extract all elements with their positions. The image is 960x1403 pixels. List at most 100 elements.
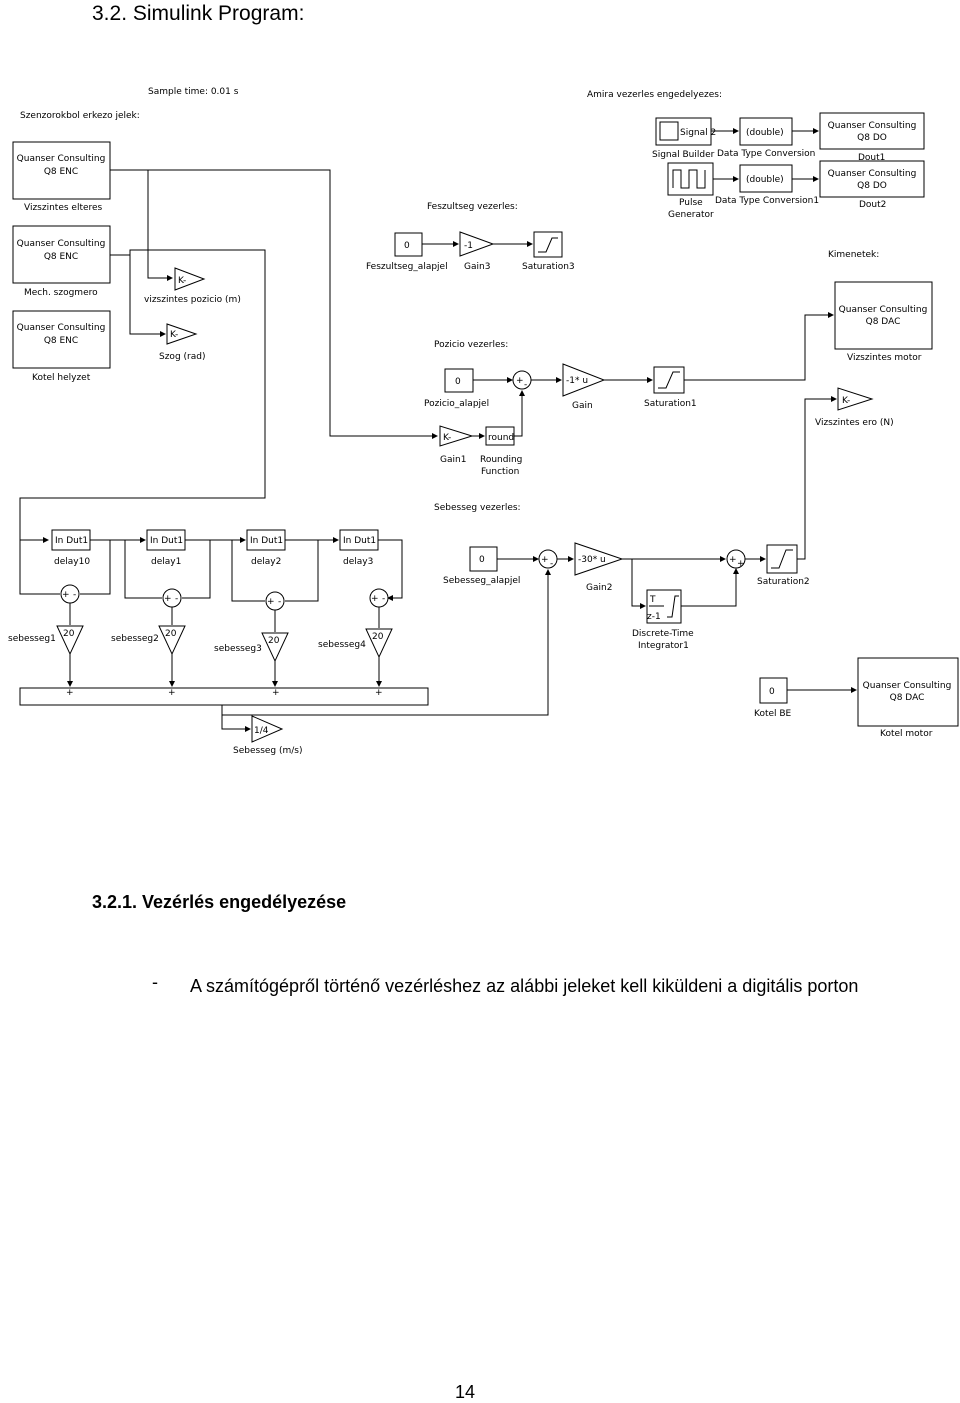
sum-seb-plus: + bbox=[541, 555, 549, 565]
sebesseg4-label: sebesseg4 bbox=[318, 640, 366, 650]
plus-s2: + bbox=[164, 594, 172, 604]
g20-1: 20 bbox=[63, 629, 75, 639]
delay2-label: delay2 bbox=[251, 557, 281, 567]
enc1-caption: Vizszintes elteres bbox=[24, 203, 103, 213]
enc2-line2: Q8 ENC bbox=[44, 252, 78, 262]
pozicio-header: Pozicio vezerles: bbox=[434, 340, 508, 350]
bar-plus-3: + bbox=[272, 688, 280, 698]
bar-plus-4: + bbox=[375, 688, 383, 698]
plus-s3: + bbox=[267, 597, 275, 607]
gain-label: Gain bbox=[572, 401, 593, 411]
kimenetek-label: Kimenetek: bbox=[828, 250, 879, 260]
simulink-diagram: Sample time: 0.01 s Szenzorokbol erkezo … bbox=[8, 87, 959, 756]
sum-pozicio-plus: + bbox=[516, 376, 524, 386]
sum-pozicio-minus: - bbox=[524, 380, 527, 390]
dti-name1: Discrete-Time bbox=[632, 629, 694, 639]
gain-vizszintes-ero[interactable] bbox=[837, 387, 874, 411]
dac1-line1: Quanser Consulting bbox=[839, 305, 928, 315]
gain3-block[interactable] bbox=[459, 231, 495, 257]
sum-out-plus-1: + bbox=[729, 555, 737, 565]
sebesseg1-label: sebesseg1 bbox=[8, 634, 56, 644]
enc1-line1: Quanser Consulting bbox=[17, 154, 106, 164]
dtc1-block[interactable] bbox=[739, 164, 793, 193]
gain1-label: Gain1 bbox=[440, 455, 466, 465]
pulse-generator-block[interactable] bbox=[667, 162, 714, 196]
quarter-label: 1/4 bbox=[254, 726, 269, 736]
const0-label-3: 0 bbox=[479, 555, 485, 565]
gain-20-2[interactable] bbox=[158, 625, 186, 656]
sum-bar[interactable] bbox=[19, 687, 429, 706]
vizszintes-ero-label: Vizszintes ero (N) bbox=[815, 418, 894, 428]
saturation3-label: Saturation3 bbox=[522, 262, 575, 272]
gain2-block[interactable] bbox=[574, 542, 624, 576]
q8-enc-block-3[interactable] bbox=[12, 310, 111, 369]
q8-dac-block-1[interactable] bbox=[834, 281, 933, 350]
do1-line2: Q8 DO bbox=[857, 133, 887, 143]
gain-quarter[interactable] bbox=[251, 715, 284, 743]
sebesseg3-label: sebesseg3 bbox=[214, 644, 262, 654]
dti-t: T bbox=[649, 595, 656, 605]
enc3-line1: Quanser Consulting bbox=[17, 323, 106, 333]
sum-seb-minus: - bbox=[550, 559, 553, 569]
const0-label-2: 0 bbox=[455, 377, 461, 387]
q8-do-block-2[interactable] bbox=[819, 160, 925, 198]
gain-block[interactable] bbox=[562, 363, 606, 397]
dac2-line2: Q8 DAC bbox=[890, 693, 925, 703]
gain-20-3[interactable] bbox=[261, 632, 289, 663]
bullet-dash: - bbox=[152, 972, 158, 992]
gain1-block[interactable] bbox=[439, 425, 474, 447]
sum-out-plus-2: + bbox=[737, 559, 745, 569]
dac1-caption: Vizszintes motor bbox=[847, 353, 922, 363]
pulse-label-2: Generator bbox=[668, 210, 714, 220]
g20-2: 20 bbox=[165, 629, 177, 639]
q8-enc-block-1[interactable] bbox=[12, 141, 111, 200]
gain3-label: Gain3 bbox=[464, 262, 490, 272]
bar-plus-2: + bbox=[168, 688, 176, 698]
do2-line1: Quanser Consulting bbox=[828, 169, 917, 179]
saturation3-block[interactable] bbox=[533, 231, 563, 258]
gain-20-1[interactable] bbox=[56, 625, 84, 656]
enc2-line1: Quanser Consulting bbox=[17, 239, 106, 249]
gain-20-4[interactable] bbox=[365, 628, 393, 659]
in-dut-2: In Dut1 bbox=[250, 536, 283, 546]
sebesseg2-label: sebesseg2 bbox=[111, 634, 159, 644]
dac1-line2: Q8 DAC bbox=[866, 317, 901, 327]
do1-line1: Quanser Consulting bbox=[828, 121, 917, 131]
section-heading: 3.2. Simulink Program: bbox=[92, 2, 305, 25]
minus-s2: - bbox=[175, 594, 178, 604]
rounding-label-2: Function bbox=[481, 467, 519, 477]
plus-s4: + bbox=[371, 594, 379, 604]
gain-vizszintes-pozicio[interactable] bbox=[174, 267, 206, 291]
dtc-block[interactable] bbox=[739, 117, 793, 146]
do2-line2: Q8 DO bbox=[857, 181, 887, 191]
kotel-be-label: Kotel BE bbox=[754, 709, 792, 719]
q8-dac-block-2[interactable] bbox=[857, 657, 959, 727]
saturation2-label: Saturation2 bbox=[757, 577, 810, 587]
const-kotel-be[interactable] bbox=[759, 677, 788, 704]
const-sebesseg-alapjel[interactable] bbox=[469, 546, 498, 572]
in-dut-1: In Dut1 bbox=[150, 536, 183, 546]
saturation1-label: Saturation1 bbox=[644, 399, 697, 409]
signal-builder-label: Signal Builder bbox=[652, 150, 715, 160]
gain-szog[interactable] bbox=[166, 323, 198, 345]
amira-header: Amira vezerles engedelyezes: bbox=[587, 90, 722, 100]
senzor-header: Szenzorokbol erkezo jelek: bbox=[20, 111, 140, 121]
round-label: round bbox=[488, 433, 514, 443]
k-label-4: K- bbox=[443, 433, 451, 443]
enc3-line2: Q8 ENC bbox=[44, 336, 78, 346]
do2-caption: Dout2 bbox=[859, 200, 886, 210]
delay1-label: delay1 bbox=[151, 557, 181, 567]
q8-enc-block-2[interactable] bbox=[12, 225, 111, 284]
sebesseg-ms-label: Sebesseg (m/s) bbox=[233, 746, 303, 756]
plus-s1: + bbox=[62, 590, 70, 600]
gain2-value: -30* u bbox=[578, 555, 606, 565]
dac2-line1: Quanser Consulting bbox=[863, 681, 952, 691]
double-label-2: (double) bbox=[746, 175, 784, 185]
k-label-2: K- bbox=[170, 330, 178, 340]
minus-s3: - bbox=[278, 597, 281, 607]
delay10-label: delay10 bbox=[54, 557, 90, 567]
gain-value: -1* u bbox=[566, 376, 588, 386]
pulse-label-1: Pulse bbox=[679, 198, 703, 208]
q8-do-block-1[interactable] bbox=[819, 112, 925, 150]
enc3-caption: Kotel helyzet bbox=[32, 373, 91, 383]
